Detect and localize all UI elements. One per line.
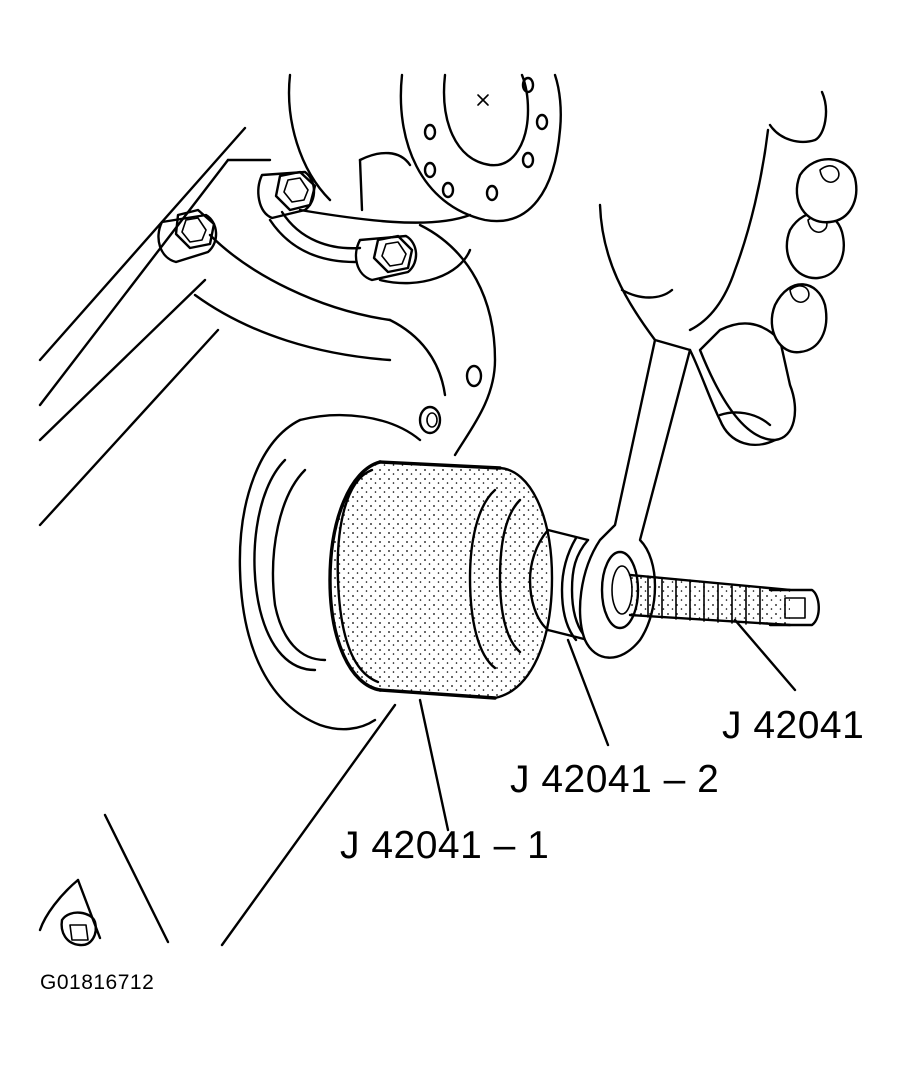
bolt-upper xyxy=(257,170,362,264)
label-tool-part-1: J 42041 – 1 xyxy=(340,824,550,867)
partial-bolt-lower-left xyxy=(38,878,102,947)
figure-id: G01816712 xyxy=(40,971,155,994)
threaded-bolt xyxy=(628,573,820,627)
leader-lines xyxy=(103,618,797,947)
seal-installer-body xyxy=(328,460,554,700)
hand xyxy=(598,90,858,447)
bolt-left xyxy=(157,208,218,264)
adapter-sleeve xyxy=(528,528,590,642)
label-tool-main: J 42041 xyxy=(722,704,865,747)
wrench xyxy=(578,338,692,659)
dowel-pins xyxy=(418,364,483,435)
bolt-middle xyxy=(354,234,418,282)
crank-hub xyxy=(399,73,562,223)
front-cover-seal-bore xyxy=(238,413,422,731)
label-tool-part-2: J 42041 – 2 xyxy=(510,758,720,801)
engine-block-outline xyxy=(38,73,497,527)
